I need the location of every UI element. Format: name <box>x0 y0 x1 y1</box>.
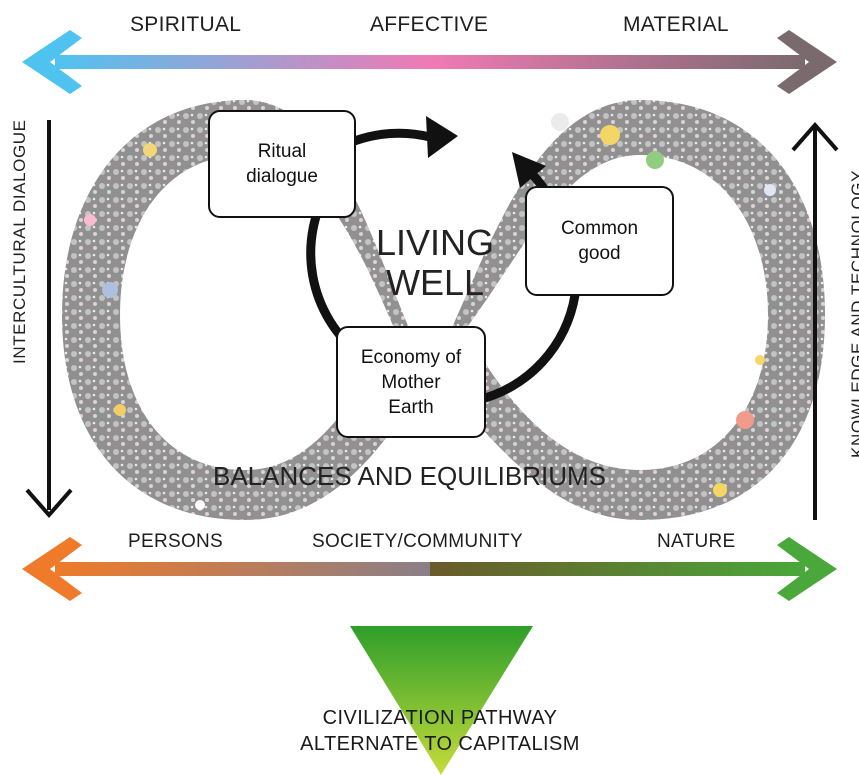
economy-line-1: Economy of <box>360 346 462 368</box>
lightning-icon <box>755 355 765 365</box>
top-axis-label-right: MATERIAL <box>623 13 729 36</box>
living-well-line-1: LIVING <box>375 222 495 263</box>
smiley-icon <box>600 125 620 145</box>
snowflake-icon <box>764 184 776 196</box>
left-vertical-label: INTERCULTURAL DIALOGUE <box>10 119 29 364</box>
top-axis-label-middle: AFFECTIVE <box>370 13 489 36</box>
sun-icon <box>143 143 157 157</box>
pathway-triangle <box>350 626 533 775</box>
common-good-box: Common good <box>525 186 674 296</box>
ritual-dialogue-box: Ritual dialogue <box>208 110 356 218</box>
ritual-dialogue-line-2: dialogue <box>246 166 318 187</box>
pathway-line-2: ALTERNATE TO CAPITALISM <box>300 733 580 755</box>
bottom-axis-label-left: PERSONS <box>128 531 224 552</box>
living-well-line-2: WELL <box>385 262 485 303</box>
skull-icon <box>551 113 569 131</box>
economy-line-3: Earth <box>388 396 434 418</box>
bottom-axis-label-middle: SOCIETY/COMMUNITY <box>312 531 523 552</box>
pathway-caption: CIVILIZATION PATHWAY ALTERNATE TO CAPITA… <box>220 705 660 757</box>
common-good-line-1: Common <box>560 218 639 239</box>
bottom-axis-arrow <box>22 537 837 601</box>
blossom-icon <box>84 214 96 226</box>
right-vertical-arrow <box>791 121 839 520</box>
clover-icon <box>646 151 664 169</box>
left-vertical-arrow <box>25 120 73 519</box>
pathway-line-1: CIVILIZATION PATHWAY <box>322 707 558 729</box>
infinity-band <box>62 100 825 520</box>
common-good-line-2: good <box>578 243 621 264</box>
star-icon <box>195 500 205 510</box>
flower-icon <box>736 411 754 429</box>
top-axis-arrow <box>22 30 837 94</box>
balances-caption: BALANCES AND EQUILIBRIUMS <box>213 461 606 491</box>
crescent-icon <box>713 483 727 497</box>
spiral-icon <box>102 282 118 298</box>
living-well-title: LIVING WELL <box>350 223 520 303</box>
top-axis-label-left: SPIRITUAL <box>130 13 242 36</box>
bottom-axis-label-right: NATURE <box>657 531 736 552</box>
right-vertical-label: KNOWLEDGE AND TECHNOLOGY <box>848 169 859 458</box>
economy-mother-earth-box: Economy of Mother Earth <box>336 326 486 438</box>
ritual-dialogue-line-1: Ritual <box>257 141 307 162</box>
moon-icon <box>114 404 126 416</box>
economy-line-2: Mother <box>381 371 441 393</box>
